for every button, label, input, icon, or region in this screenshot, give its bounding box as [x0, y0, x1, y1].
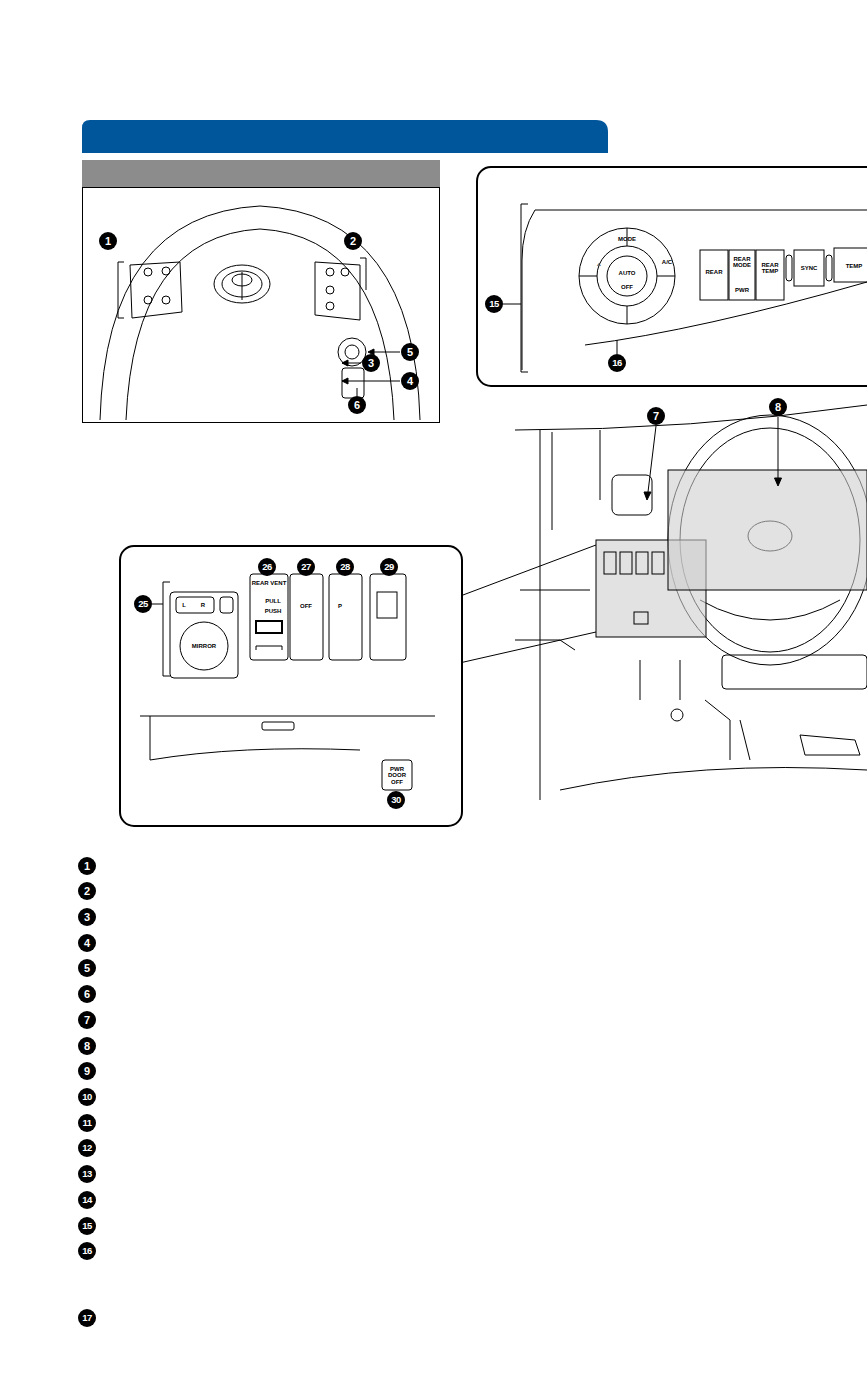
button-text: MODE	[618, 236, 636, 242]
callout-number: 16	[608, 354, 626, 372]
button-text: PWR	[735, 287, 749, 293]
callout-number: 12	[78, 1139, 96, 1157]
callout-number: 8	[769, 398, 787, 416]
callout-number: 15	[485, 295, 503, 313]
callout-number: 6	[78, 985, 96, 1003]
callout-number: 8	[78, 1037, 96, 1055]
button-text: REAR	[705, 269, 722, 275]
button-text: R	[201, 602, 205, 608]
callout-number: 2	[344, 232, 362, 250]
callout-number: 4	[78, 934, 96, 952]
button-text: REAR MODE	[731, 256, 753, 269]
callout-number: 6	[348, 396, 366, 414]
button-text: OFF	[300, 603, 312, 609]
callout-number: 7	[78, 1011, 96, 1029]
button-text: MIRROR	[192, 643, 216, 649]
button-text: TEMP	[846, 263, 863, 269]
callout-number: 9	[78, 1062, 96, 1080]
callout-number: 1	[78, 857, 96, 875]
callout-number: 16	[78, 1242, 96, 1260]
callout-number: 27	[297, 558, 315, 576]
callout-number: 7	[647, 407, 665, 425]
button-text: L	[182, 602, 186, 608]
button-text: PWR DOOR OFF	[387, 766, 407, 785]
callout-number: 14	[78, 1191, 96, 1209]
callout-number: 29	[380, 558, 398, 576]
callout-number: 5	[78, 959, 96, 977]
callout-number: 4	[401, 372, 419, 390]
button-text: OFF	[621, 284, 633, 290]
callout-number: 2	[78, 882, 96, 900]
button-text: P	[338, 603, 342, 609]
button-text: PUSH	[265, 608, 282, 614]
callout-number: 11	[78, 1114, 96, 1132]
button-text: PULL	[265, 598, 281, 604]
callout-number: 30	[387, 791, 405, 809]
callout-number: 25	[134, 595, 152, 613]
callout-number: 26	[258, 558, 276, 576]
callout-number: 13	[78, 1165, 96, 1183]
callout-number: 1	[99, 232, 117, 250]
button-text: REAR TEMP	[758, 262, 782, 275]
callout-number: 3	[78, 908, 96, 926]
button-text: REAR VENT	[252, 580, 287, 586]
callout-number: 5	[401, 343, 419, 361]
button-text: AUTO	[619, 270, 636, 276]
callout-number: 10	[78, 1088, 96, 1106]
callout-number: 28	[336, 558, 354, 576]
button-text: SYNC	[801, 265, 818, 271]
callout-number: 15	[78, 1217, 96, 1235]
callout-number: 17	[78, 1309, 96, 1327]
svg-text:^: ^	[597, 261, 601, 270]
button-text: A/C	[662, 259, 672, 265]
callout-number: 3	[362, 354, 380, 372]
